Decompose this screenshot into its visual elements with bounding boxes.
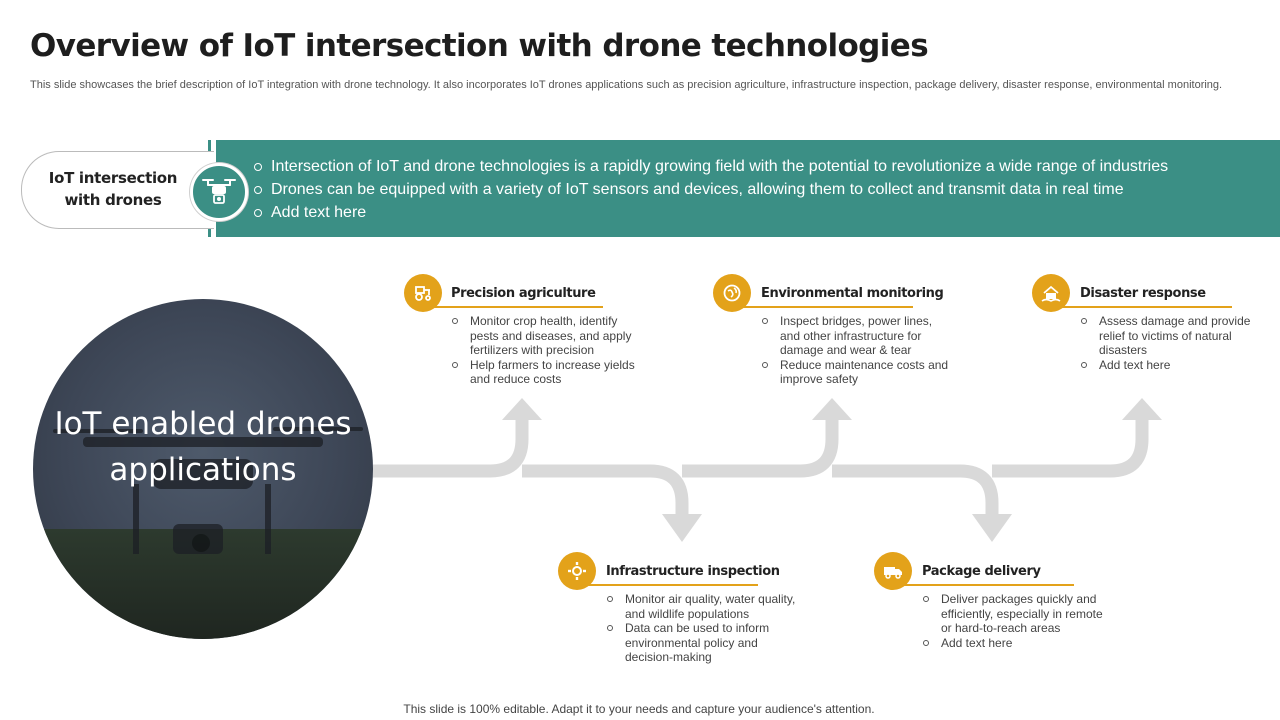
list-item: Assess damage and provide relief to vict… <box>1081 314 1256 358</box>
title-underline <box>903 584 1074 586</box>
list-item: Add text here <box>923 636 1113 651</box>
list-item: Monitor crop health, identify pests and … <box>452 314 642 358</box>
list-item: Deliver packages quickly and efficiently… <box>923 592 1113 636</box>
intro-banner: Intersection of IoT and drone technologi… <box>216 140 1280 237</box>
delivery-truck-icon <box>874 552 912 590</box>
hero-title: IoT enabled drones applications <box>54 406 352 488</box>
environmental-monitoring-title: Environmental monitoring <box>761 286 944 301</box>
list-item: Data can be used to inform environmental… <box>607 621 807 665</box>
title-underline <box>742 306 913 308</box>
drone-silhouette <box>53 427 363 554</box>
infrastructure-inspection-list: Monitor air quality, water quality, and … <box>607 592 807 665</box>
disaster-icon <box>1032 274 1070 312</box>
title-underline <box>1061 306 1232 308</box>
title-underline <box>432 306 603 308</box>
intro-label: IoT intersection with drones <box>48 169 178 209</box>
environmental-monitoring-list: Inspect bridges, power lines, and other … <box>762 314 952 387</box>
globe-leaf-icon <box>713 274 751 312</box>
footer-note: This slide is 100% editable. Adapt it to… <box>403 702 875 716</box>
disaster-response-title: Disaster response <box>1080 286 1206 301</box>
intro-bullet: Drones can be equipped with a variety of… <box>254 178 1280 201</box>
list-item: Inspect bridges, power lines, and other … <box>762 314 952 358</box>
drone-icon <box>190 163 248 221</box>
title-underline <box>587 584 758 586</box>
intro-bullet: Add text here <box>254 201 1280 224</box>
package-delivery-list: Deliver packages quickly and efficiently… <box>923 592 1113 650</box>
intro-label-pill <box>21 151 214 229</box>
list-item: Reduce maintenance costs and improve saf… <box>762 358 952 387</box>
intro-bullet-list: Intersection of IoT and drone technologi… <box>216 140 1280 224</box>
list-item: Help farmers to increase yields and redu… <box>452 358 642 387</box>
hero-drone-image <box>33 299 373 639</box>
infrastructure-inspection-title: Infrastructure inspection <box>606 564 780 579</box>
disaster-response-list: Assess damage and provide relief to vict… <box>1081 314 1256 372</box>
precision-agriculture-title: Precision agriculture <box>451 286 596 301</box>
tractor-icon <box>404 274 442 312</box>
list-item: Monitor air quality, water quality, and … <box>607 592 807 621</box>
list-item: Add text here <box>1081 358 1256 373</box>
page-title: Overview of IoT intersection with drone … <box>30 28 929 64</box>
page-description: This slide showcases the brief descripti… <box>30 79 1223 91</box>
gear-network-icon <box>558 552 596 590</box>
precision-agriculture-list: Monitor crop health, identify pests and … <box>452 314 642 387</box>
intro-bullet: Intersection of IoT and drone technologi… <box>254 155 1280 178</box>
package-delivery-title: Package delivery <box>922 564 1041 579</box>
